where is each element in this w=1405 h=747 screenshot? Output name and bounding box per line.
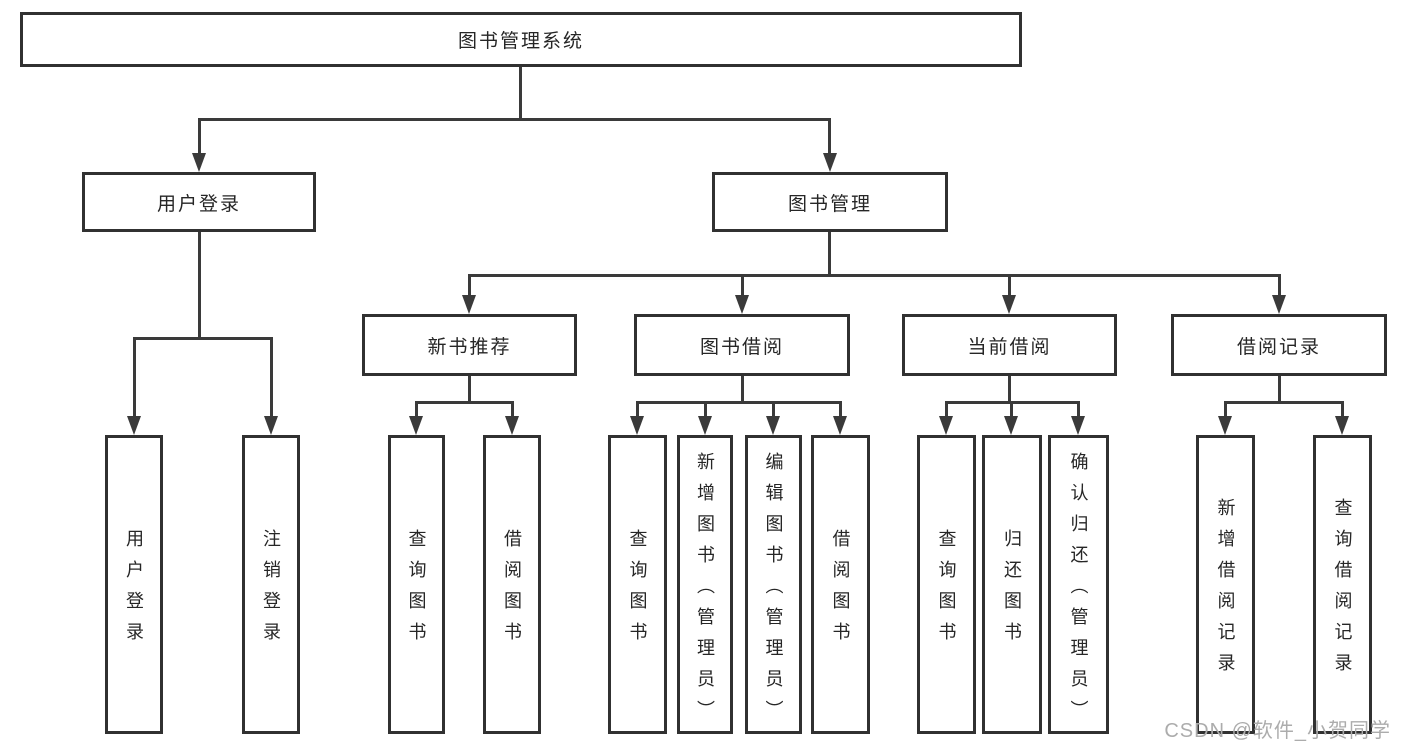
- connector-vline: [1224, 401, 1227, 417]
- node-current-borrowing: 当前借阅: [902, 314, 1117, 376]
- leaf-br-add-record-label: 新增借阅记录: [1215, 498, 1236, 684]
- arrow-down-icon: [409, 416, 423, 435]
- leaf-user-login-label: 用户登录: [124, 529, 144, 653]
- node-user-login: 用户登录: [82, 172, 316, 232]
- arrow-down-icon: [1002, 295, 1016, 314]
- leaf-cb-query-books: 查询图书: [917, 435, 976, 734]
- node-root-label: 图书管理系统: [457, 31, 584, 52]
- connector-vline: [270, 337, 273, 416]
- connector-hline: [468, 274, 1281, 277]
- arrow-down-icon: [939, 416, 953, 435]
- leaf-nb-query-books-label: 查询图书: [406, 529, 427, 653]
- node-new-book-recommend: 新书推荐: [362, 314, 577, 376]
- connector-vline: [828, 118, 831, 154]
- arrow-down-icon: [735, 295, 749, 314]
- leaf-nb-borrow-books: 借阅图书: [483, 435, 541, 734]
- connector-vline: [741, 376, 744, 401]
- leaf-bb-query-books-label: 查询图书: [627, 529, 648, 653]
- node-book-borrowing: 图书借阅: [634, 314, 850, 376]
- leaf-bb-edit-books-admin-label: 编辑图书（管理员）: [763, 451, 784, 731]
- leaf-bb-add-books-admin-label: 新增图书（管理员）: [695, 451, 715, 731]
- connector-vline: [511, 401, 514, 417]
- connector-vline: [468, 376, 471, 401]
- arrow-down-icon: [630, 416, 644, 435]
- arrow-down-icon: [192, 153, 206, 172]
- node-book-borrowing-label: 图书借阅: [699, 336, 784, 358]
- connector-vline: [1008, 274, 1011, 296]
- arrow-down-icon: [1272, 295, 1286, 314]
- node-book-management-label: 图书管理: [787, 193, 872, 215]
- leaf-br-query-record-label: 查询借阅记录: [1332, 498, 1353, 684]
- connector-hline: [1224, 401, 1344, 404]
- arrow-down-icon: [1335, 416, 1349, 435]
- leaf-cb-return-books: 归还图书: [982, 435, 1042, 734]
- node-user-login-label: 用户登录: [156, 193, 241, 215]
- leaf-logout: 注销登录: [242, 435, 300, 734]
- connector-vline: [133, 337, 136, 416]
- arrow-down-icon: [698, 416, 712, 435]
- node-borrowing-records-label: 借阅记录: [1236, 336, 1321, 358]
- connector-hline: [636, 401, 842, 404]
- connector-hline: [415, 401, 514, 404]
- arrow-down-icon: [505, 416, 519, 435]
- leaf-cb-confirm-return-admin-label: 确认归还（管理员）: [1068, 451, 1089, 731]
- connector-hline: [198, 118, 831, 121]
- leaf-br-add-record: 新增借阅记录: [1196, 435, 1255, 734]
- arrow-down-icon: [823, 153, 837, 172]
- connector-vline: [1341, 401, 1344, 417]
- connector-vline: [704, 401, 707, 417]
- connector-vline: [945, 401, 948, 417]
- node-current-borrowing-label: 当前借阅: [967, 336, 1052, 358]
- connector-vline: [1010, 401, 1013, 417]
- arrow-down-icon: [264, 416, 278, 435]
- connector-vline: [468, 274, 471, 296]
- connector-vline: [1077, 401, 1080, 417]
- arrow-down-icon: [1071, 416, 1085, 435]
- connector-vline: [198, 232, 201, 337]
- node-root: 图书管理系统: [20, 12, 1022, 67]
- leaf-cb-return-books-label: 归还图书: [1002, 529, 1022, 653]
- leaf-bb-edit-books-admin: 编辑图书（管理员）: [745, 435, 802, 734]
- leaf-bb-query-books: 查询图书: [608, 435, 667, 734]
- connector-vline: [1278, 376, 1281, 401]
- arrow-down-icon: [833, 416, 847, 435]
- arrow-down-icon: [766, 416, 780, 435]
- leaf-nb-query-books: 查询图书: [388, 435, 445, 734]
- arrow-down-icon: [1004, 416, 1018, 435]
- leaf-bb-borrow-books-label: 借阅图书: [830, 529, 851, 653]
- connector-vline: [772, 401, 775, 417]
- connector-vline: [636, 401, 639, 417]
- arrow-down-icon: [462, 295, 476, 314]
- connector-vline: [1278, 274, 1281, 296]
- connector-hline: [133, 337, 273, 340]
- connector-vline: [519, 67, 522, 118]
- node-new-book-recommend-label: 新书推荐: [427, 336, 512, 358]
- node-book-management: 图书管理: [712, 172, 948, 232]
- connector-vline: [415, 401, 418, 417]
- leaf-user-login: 用户登录: [105, 435, 163, 734]
- leaf-bb-add-books-admin: 新增图书（管理员）: [677, 435, 733, 734]
- node-borrowing-records: 借阅记录: [1171, 314, 1387, 376]
- leaf-logout-label: 注销登录: [261, 529, 281, 653]
- connector-vline: [741, 274, 744, 296]
- connector-vline: [839, 401, 842, 417]
- connector-vline: [1008, 376, 1011, 401]
- arrow-down-icon: [1218, 416, 1232, 435]
- leaf-cb-confirm-return-admin: 确认归还（管理员）: [1048, 435, 1109, 734]
- leaf-nb-borrow-books-label: 借阅图书: [502, 529, 522, 653]
- connector-vline: [198, 118, 201, 154]
- arrow-down-icon: [127, 416, 141, 435]
- leaf-cb-query-books-label: 查询图书: [936, 529, 957, 653]
- leaf-bb-borrow-books: 借阅图书: [811, 435, 870, 734]
- csdn-watermark: CSDN @软件_小贺同学: [1164, 720, 1391, 742]
- leaf-br-query-record: 查询借阅记录: [1313, 435, 1372, 734]
- connector-vline: [828, 232, 831, 274]
